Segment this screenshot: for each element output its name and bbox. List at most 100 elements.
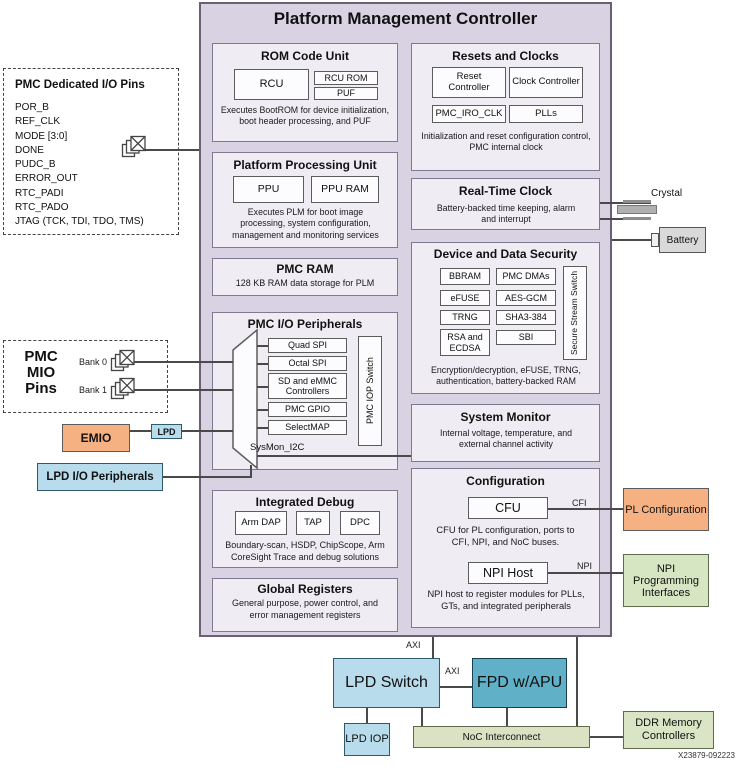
debug-desc: Boundary-scan, HSDP, ChipScope, Arm Core… (225, 540, 385, 562)
npi-label: NPI (577, 561, 593, 571)
rom-title: ROM Code Unit (261, 49, 349, 63)
npi-host-box: NPI Host (468, 562, 548, 584)
crystal-label: Crystal (651, 188, 683, 199)
global-regs-desc: General purpose, power control, and erro… (231, 598, 379, 620)
io-periph-title: PMC I/O Peripherals (247, 317, 363, 331)
section-global-registers (212, 578, 398, 632)
lpd-iop-box: LPD IOP (344, 723, 390, 756)
plls-box: PLLs (509, 105, 583, 123)
tap-box: TAP (296, 511, 330, 535)
security-title: Device and Data Security (433, 247, 578, 261)
connector-line (506, 708, 508, 726)
pin-label: MODE [3:0] (15, 130, 68, 142)
emio-box: EMIO (62, 424, 130, 452)
connector-line (600, 202, 651, 204)
cfi-label: CFI (572, 498, 587, 508)
noc-interconnect-box: NoC Interconnect (413, 726, 590, 748)
dedicated-pins-list: POR_B REF_CLK MODE [3:0] DONE PUDC_B ERR… (15, 101, 144, 230)
section-configuration (411, 468, 600, 628)
ppu-title: Platform Processing Unit (233, 158, 377, 172)
security-desc: Encryption/decryption, eFUSE, TRNG, auth… (431, 365, 581, 387)
connector-line (421, 708, 423, 726)
clock-controller-box: Clock Controller (509, 67, 583, 98)
connector-line (590, 736, 623, 738)
section-sysmon (411, 404, 600, 462)
ppu-box: PPU (233, 176, 304, 203)
pin-label: DONE (15, 144, 44, 156)
io-buffer-icon (121, 135, 146, 158)
pmc-mio-pins-box (3, 340, 168, 413)
pmc-iop-switch-box: PMC IOP Switch (358, 336, 382, 446)
rsa-ecdsa-box: RSA and ECDSA (440, 329, 490, 356)
cfu-box: CFU (468, 497, 548, 519)
axi-line-horizontal (440, 686, 472, 688)
connector-line (134, 361, 233, 363)
aes-gcm-box: AES-GCM (496, 290, 556, 306)
crystal-icon (623, 200, 651, 203)
lpd-badge: LPD (151, 424, 182, 439)
connector-line (257, 363, 268, 365)
ppu-ram-box: PPU RAM (311, 176, 379, 203)
pin-label: RTC_PADI (15, 187, 64, 199)
axi-label-top: AXI (406, 640, 421, 650)
npi-desc: NPI host to register modules for PLLs, G… (427, 589, 585, 612)
selectmap-box: SelectMAP (268, 420, 347, 435)
pin-label: PUDC_B (15, 159, 56, 171)
pin-label: RTC_PADO (15, 202, 69, 214)
dedicated-pins-title: PMC Dedicated I/O Pins (15, 79, 145, 91)
io-buffer-icon (110, 377, 135, 400)
connector-line (163, 476, 252, 478)
arm-dap-box: Arm DAP (235, 511, 287, 535)
secure-stream-switch-box: Secure Stream Switch (563, 266, 587, 360)
pmc-iro-clk-box: PMC_IRO_CLK (432, 105, 506, 123)
npi-line (548, 572, 623, 574)
bank1-label: Bank 1 (79, 385, 108, 395)
lpd-io-peripherals-box: LPD I/O Peripherals (37, 463, 163, 491)
mio-title: PMC MIO Pins (24, 348, 58, 398)
connector-line (257, 409, 268, 411)
axi-label-mid: AXI (445, 666, 460, 676)
connector-line (257, 427, 268, 429)
quad-spi-box: Quad SPI (268, 338, 347, 353)
fpd-apu-box: FPD w/APU (472, 658, 567, 708)
npi-programming-box: NPI Programming Interfaces (623, 554, 709, 607)
rcu-box: RCU (234, 69, 309, 100)
pin-label: POR_B (15, 102, 49, 113)
efuse-box: eFUSE (440, 290, 490, 306)
battery-box: Battery (659, 227, 706, 253)
resets-title: Resets and Clocks (452, 49, 559, 63)
pl-configuration-box: PL Configuration (623, 488, 709, 531)
axi-line-vertical (432, 637, 434, 658)
battery-terminal (651, 233, 659, 247)
config-title: Configuration (466, 474, 545, 488)
octal-spi-box: Octal SPI (268, 356, 347, 371)
figure-id: X23879-092223 (678, 751, 735, 760)
bank0-label: Bank 0 (79, 357, 108, 367)
pin-label: REF_CLK (15, 116, 61, 128)
bbram-box: BBRAM (440, 268, 490, 285)
pmc-dedicated-pins-box (3, 68, 179, 235)
section-rtc (411, 178, 600, 230)
puf-box: PUF (314, 87, 378, 100)
rom-desc: Executes BootROM for device initializati… (220, 105, 390, 127)
rtc-desc: Battery-backed time keeping, alarm and i… (436, 203, 576, 225)
pin-label: JTAG (TCK, TDI, TDO, TMS) (15, 216, 144, 228)
sysmon-desc: Internal voltage, temperature, and exter… (439, 428, 573, 450)
ppu-desc: Executes PLM for boot image processing, … (232, 207, 379, 240)
sha3-box: SHA3-384 (496, 310, 556, 325)
resets-desc: Initialization and reset configuration c… (421, 131, 591, 153)
cfi-line (548, 508, 623, 510)
connector-line (576, 637, 578, 726)
sysmon-i2c-line (257, 455, 411, 457)
sysmon-title: System Monitor (460, 410, 551, 424)
section-pmc-ram (212, 258, 398, 296)
sd-emmc-box: SD and eMMC Controllers (268, 373, 347, 399)
trng-box: TRNG (440, 310, 490, 325)
global-regs-title: Global Registers (257, 582, 353, 596)
rtc-title: Real-Time Clock (458, 184, 553, 198)
mio-mux-trapezoid (232, 328, 258, 470)
connector-line (257, 386, 268, 388)
pmc-ram-title: PMC RAM (276, 262, 334, 276)
reset-controller-box: Reset Controller (432, 67, 506, 98)
